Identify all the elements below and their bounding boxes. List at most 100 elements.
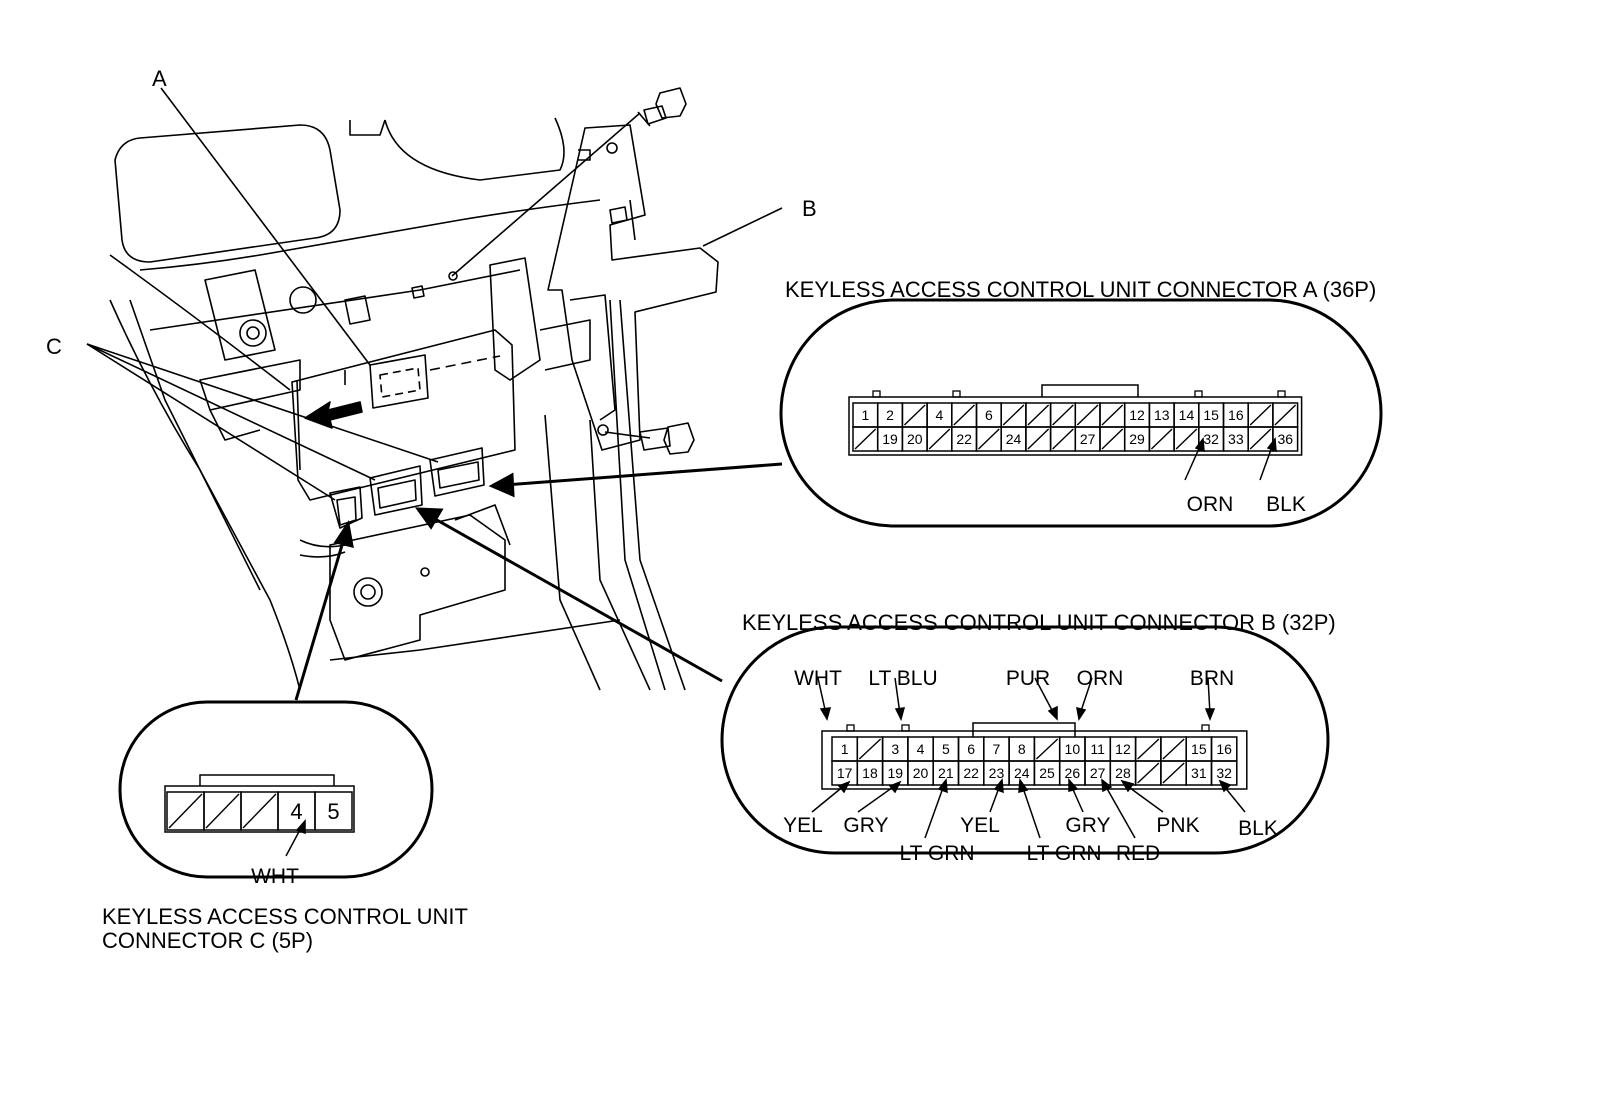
pin-number: 28 bbox=[1115, 765, 1131, 781]
unused-pin-slash bbox=[978, 428, 1000, 450]
pin-number: 4 bbox=[290, 799, 302, 824]
pin-number: 24 bbox=[1014, 765, 1030, 781]
unused-pin-slash bbox=[1249, 404, 1272, 426]
callout-c-label: C bbox=[46, 334, 62, 359]
unused-pin-slash bbox=[854, 428, 877, 450]
unused-pin-slash bbox=[1101, 404, 1124, 426]
connector-c-wire-label: WHT bbox=[251, 865, 299, 888]
pin-number: 24 bbox=[1006, 431, 1022, 447]
pin-number: 32 bbox=[1216, 765, 1232, 781]
unused-pin-slash bbox=[1101, 428, 1124, 450]
connector-a-wire-label: ORN bbox=[1186, 493, 1234, 516]
connector-b-title: KEYLESS ACCESS CONTROL UNIT CONNECTOR B … bbox=[742, 610, 1336, 635]
pin-number: 19 bbox=[882, 431, 898, 447]
dashboard-drawing bbox=[86, 87, 783, 691]
connector-b-wire-label: LT BLU bbox=[868, 667, 938, 690]
pin-number: 25 bbox=[1039, 765, 1055, 781]
connector-pointer-arrows bbox=[294, 462, 783, 701]
unused-pin-slash bbox=[205, 793, 240, 829]
pin-number: 20 bbox=[907, 431, 923, 447]
unused-pin-slash bbox=[1249, 428, 1272, 450]
pin-cell bbox=[314, 791, 353, 831]
pin-number: 4 bbox=[936, 407, 944, 423]
connector-b-wire-label: LT GRN bbox=[1026, 842, 1102, 865]
pin-number: 29 bbox=[1129, 431, 1145, 447]
pin-number: 32 bbox=[1203, 431, 1219, 447]
unused-pin-slash bbox=[1162, 762, 1185, 784]
connector-b-wire-label: WHT bbox=[794, 667, 842, 690]
connector-c-bubble bbox=[118, 700, 434, 879]
connector-a-bubble bbox=[779, 298, 1383, 528]
pin-number: 12 bbox=[1115, 741, 1131, 757]
pin-number: 8 bbox=[1018, 741, 1026, 757]
pin-number: 16 bbox=[1228, 407, 1244, 423]
pin-number: 1 bbox=[861, 407, 869, 423]
pin-number: 22 bbox=[956, 431, 972, 447]
pin-number: 18 bbox=[862, 765, 878, 781]
unused-pin-slash bbox=[1137, 738, 1160, 760]
unused-pin-slash bbox=[1137, 762, 1160, 784]
unused-pin-slash bbox=[1175, 428, 1198, 450]
pin-number: 23 bbox=[989, 765, 1005, 781]
pin-number: 4 bbox=[917, 741, 925, 757]
unused-pin-slash bbox=[1274, 404, 1297, 426]
connector-b-wire-label: RED bbox=[1115, 842, 1161, 865]
pin-number: 2 bbox=[886, 407, 894, 423]
pin-number: 22 bbox=[963, 765, 979, 781]
callout-a-label: A bbox=[152, 66, 167, 91]
connector-a-title: KEYLESS ACCESS CONTROL UNIT CONNECTOR A … bbox=[785, 277, 1377, 302]
unused-pin-slash bbox=[242, 793, 277, 829]
connector-c-title-line1: KEYLESS ACCESS CONTROL UNIT bbox=[102, 904, 468, 929]
pin-number: 1 bbox=[841, 741, 849, 757]
pin-number: 13 bbox=[1154, 407, 1170, 423]
pin-number: 12 bbox=[1129, 407, 1145, 423]
unused-pin-slash bbox=[1027, 428, 1050, 450]
connector-b-wire-label: BLK bbox=[1238, 817, 1278, 840]
pin-number: 27 bbox=[1080, 431, 1096, 447]
connector-b-wire-label: GRY bbox=[1065, 814, 1111, 837]
callout-b-label: B bbox=[802, 196, 817, 221]
unused-pin-slash bbox=[168, 793, 203, 829]
unused-pin-slash bbox=[1150, 428, 1173, 450]
connector-b-wire-label: YEL bbox=[960, 814, 1000, 837]
pin-number: 16 bbox=[1216, 741, 1232, 757]
unused-pin-slash bbox=[1027, 404, 1050, 426]
pin-cell bbox=[1272, 426, 1299, 452]
pin-number: 36 bbox=[1277, 431, 1293, 447]
pin-number: 3 bbox=[891, 741, 899, 757]
pin-number: 6 bbox=[967, 741, 975, 757]
pin-number: 10 bbox=[1065, 741, 1081, 757]
unused-pin-slash bbox=[1076, 404, 1099, 426]
unused-pin-slash bbox=[953, 404, 975, 426]
connector-b-wire-label: YEL bbox=[783, 814, 823, 837]
unused-pin-slash bbox=[858, 738, 882, 760]
unused-pin-slash bbox=[1002, 404, 1025, 426]
pin-number: 11 bbox=[1090, 741, 1105, 757]
pin-number: 17 bbox=[837, 765, 853, 781]
pin-number: 5 bbox=[942, 741, 950, 757]
pin-number: 21 bbox=[938, 765, 954, 781]
pin-number: 5 bbox=[327, 799, 339, 824]
pin-number: 19 bbox=[887, 765, 903, 781]
pin-number: 6 bbox=[985, 407, 993, 423]
pin-number: 33 bbox=[1228, 431, 1244, 447]
unused-pin-slash bbox=[1052, 428, 1074, 450]
pin-number: 7 bbox=[993, 741, 1001, 757]
unused-pin-slash bbox=[1035, 738, 1059, 760]
pin-number: 20 bbox=[913, 765, 929, 781]
connector-b-wire-label: GRY bbox=[843, 814, 889, 837]
connector-b-bubble bbox=[720, 625, 1330, 855]
connector-b-wire-label: PNK bbox=[1156, 814, 1200, 837]
pin-number: 27 bbox=[1090, 765, 1106, 781]
unused-pin-slash bbox=[1052, 404, 1074, 426]
pin-number: 14 bbox=[1179, 407, 1195, 423]
connector-c-title-line2: CONNECTOR C (5P) bbox=[102, 928, 314, 953]
unused-pin-slash bbox=[903, 404, 926, 426]
unused-pin-slash bbox=[928, 428, 951, 450]
connector-b-wire-label: LT GRN bbox=[899, 842, 975, 865]
pin-number: 26 bbox=[1065, 765, 1081, 781]
pin-number: 15 bbox=[1203, 407, 1219, 423]
